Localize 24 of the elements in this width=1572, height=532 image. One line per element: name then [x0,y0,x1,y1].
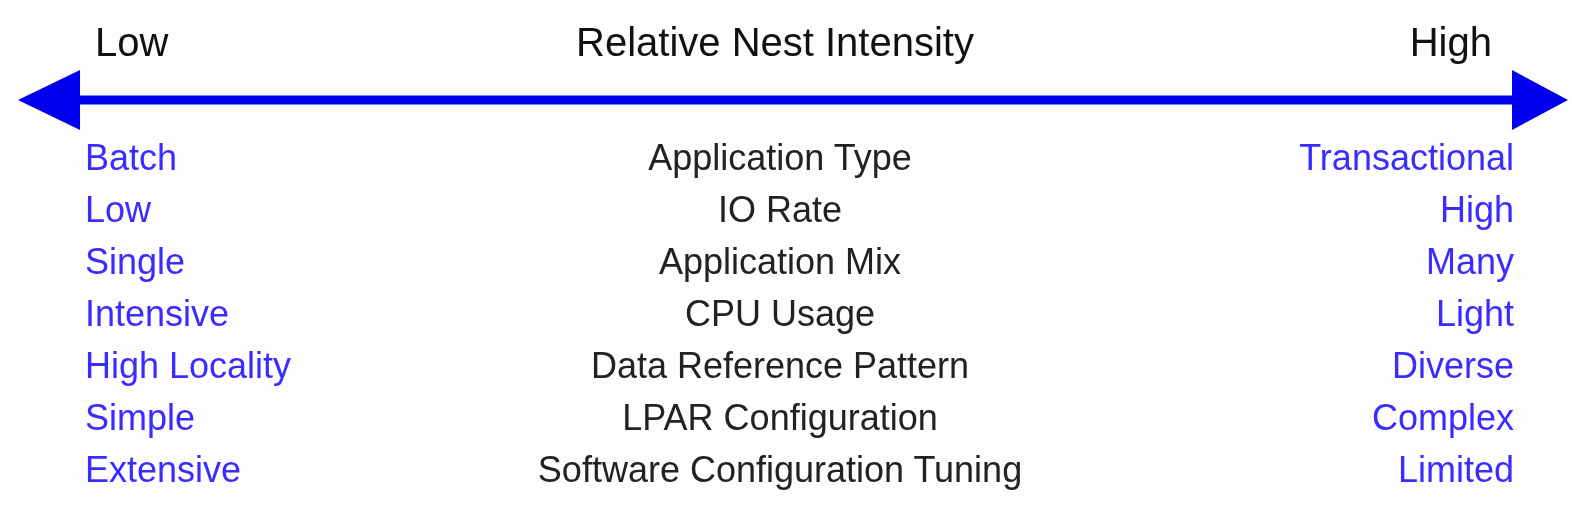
factor-text: CPU Usage [684,296,876,332]
factor-text: LPAR Configuration [622,400,938,436]
low-value-text: Intensive [85,296,230,332]
factor-text: Data Reference Pattern [590,348,970,384]
high-value-text: Many [1425,244,1514,280]
high-value-text: Light [1435,296,1514,332]
scale-title: Relative Nest Intensity [576,22,974,62]
low-value-text: High Locality [85,348,292,384]
low-value-text: Low [85,192,152,228]
low-value-text: Single [85,244,186,280]
low-value-text: Batch [85,140,178,176]
high-value-text: Transactional [1299,140,1514,176]
high-value-text: Limited [1397,452,1514,488]
low-value-text: Simple [85,400,196,436]
high-value-text: Diverse [1391,348,1514,384]
factor-text: Software Configuration Tuning [537,452,1023,488]
low-value-text: Extensive [85,452,242,488]
high-value-text: Complex [1371,400,1514,436]
factor-text: Application Type [648,140,912,176]
factor-text: Application Mix [658,244,902,280]
factor-text: IO Rate [717,192,843,228]
scale-end-label: Low [95,22,169,62]
high-value-text: High [1439,192,1514,228]
scale-end-label: High [1409,22,1492,62]
